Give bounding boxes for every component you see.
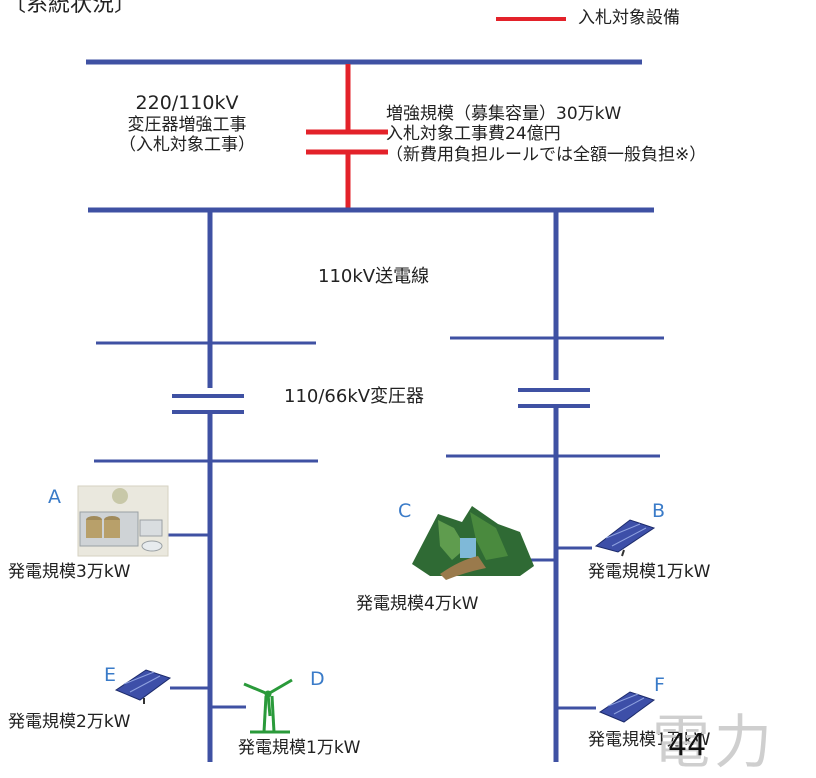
reinforcement-label: 増強規模（募集容量）30万kW 入札対象工事費24億円 （新費用負担ルールでは全… bbox=[386, 104, 706, 165]
generator-f-letter: F bbox=[654, 674, 665, 696]
transformer-left bbox=[172, 394, 244, 414]
transformer-top-line3: （入札対象工事） bbox=[119, 135, 255, 156]
solar-panel-icon bbox=[114, 669, 172, 704]
transformer-top-line2: 変圧器増強工事 bbox=[127, 114, 247, 135]
generator-a-scale: 発電規模3万kW bbox=[8, 562, 131, 582]
generator-e-scale: 発電規模2万kW bbox=[8, 712, 131, 732]
reinforcement-line3: （新費用負担ルールでは全額一般負担※） bbox=[386, 144, 707, 165]
hydro-dam-icon bbox=[412, 506, 534, 580]
legend-label: 入札対象設備 bbox=[578, 8, 680, 28]
transformer-right bbox=[518, 388, 590, 408]
transformer-220-110-bid bbox=[306, 64, 388, 208]
generator-c-letter: C bbox=[398, 500, 412, 522]
transmission-line-label: 110kV送電線 bbox=[318, 266, 430, 287]
thermal-plant-icon bbox=[77, 485, 169, 557]
generator-c-scale: 発電規模4万kW bbox=[356, 594, 479, 614]
generator-e-letter: E bbox=[104, 664, 117, 686]
reinforcement-line2: 入札対象工事費24億円 bbox=[386, 124, 561, 145]
generator-b-letter: B bbox=[652, 500, 666, 522]
reinforcement-line1: 増強規模（募集容量）30万kW bbox=[386, 104, 622, 124]
generator-d-letter: D bbox=[310, 668, 325, 690]
page-number: 44 bbox=[668, 728, 707, 763]
generator-d-scale: 発電規模1万kW bbox=[238, 738, 361, 758]
wind-turbine-icon bbox=[243, 678, 293, 734]
transformer-top-label: 220/110kV 変圧器増強工事 （入札対象工事） bbox=[92, 92, 282, 156]
page-title: 〔系統状況〕 bbox=[4, 0, 137, 17]
grid-diagram bbox=[77, 17, 664, 762]
solar-panel-icon bbox=[598, 691, 656, 723]
generator-f-scale: 発電規模1万kW bbox=[588, 730, 711, 750]
transformer-top-line1: 220/110kV bbox=[135, 92, 239, 114]
solar-panel-icon bbox=[594, 519, 656, 557]
generator-b-scale: 発電規模1万kW bbox=[588, 562, 711, 582]
transformer-mid-label: 110/66kV変圧器 bbox=[284, 386, 425, 407]
generator-a-letter: A bbox=[48, 486, 61, 508]
